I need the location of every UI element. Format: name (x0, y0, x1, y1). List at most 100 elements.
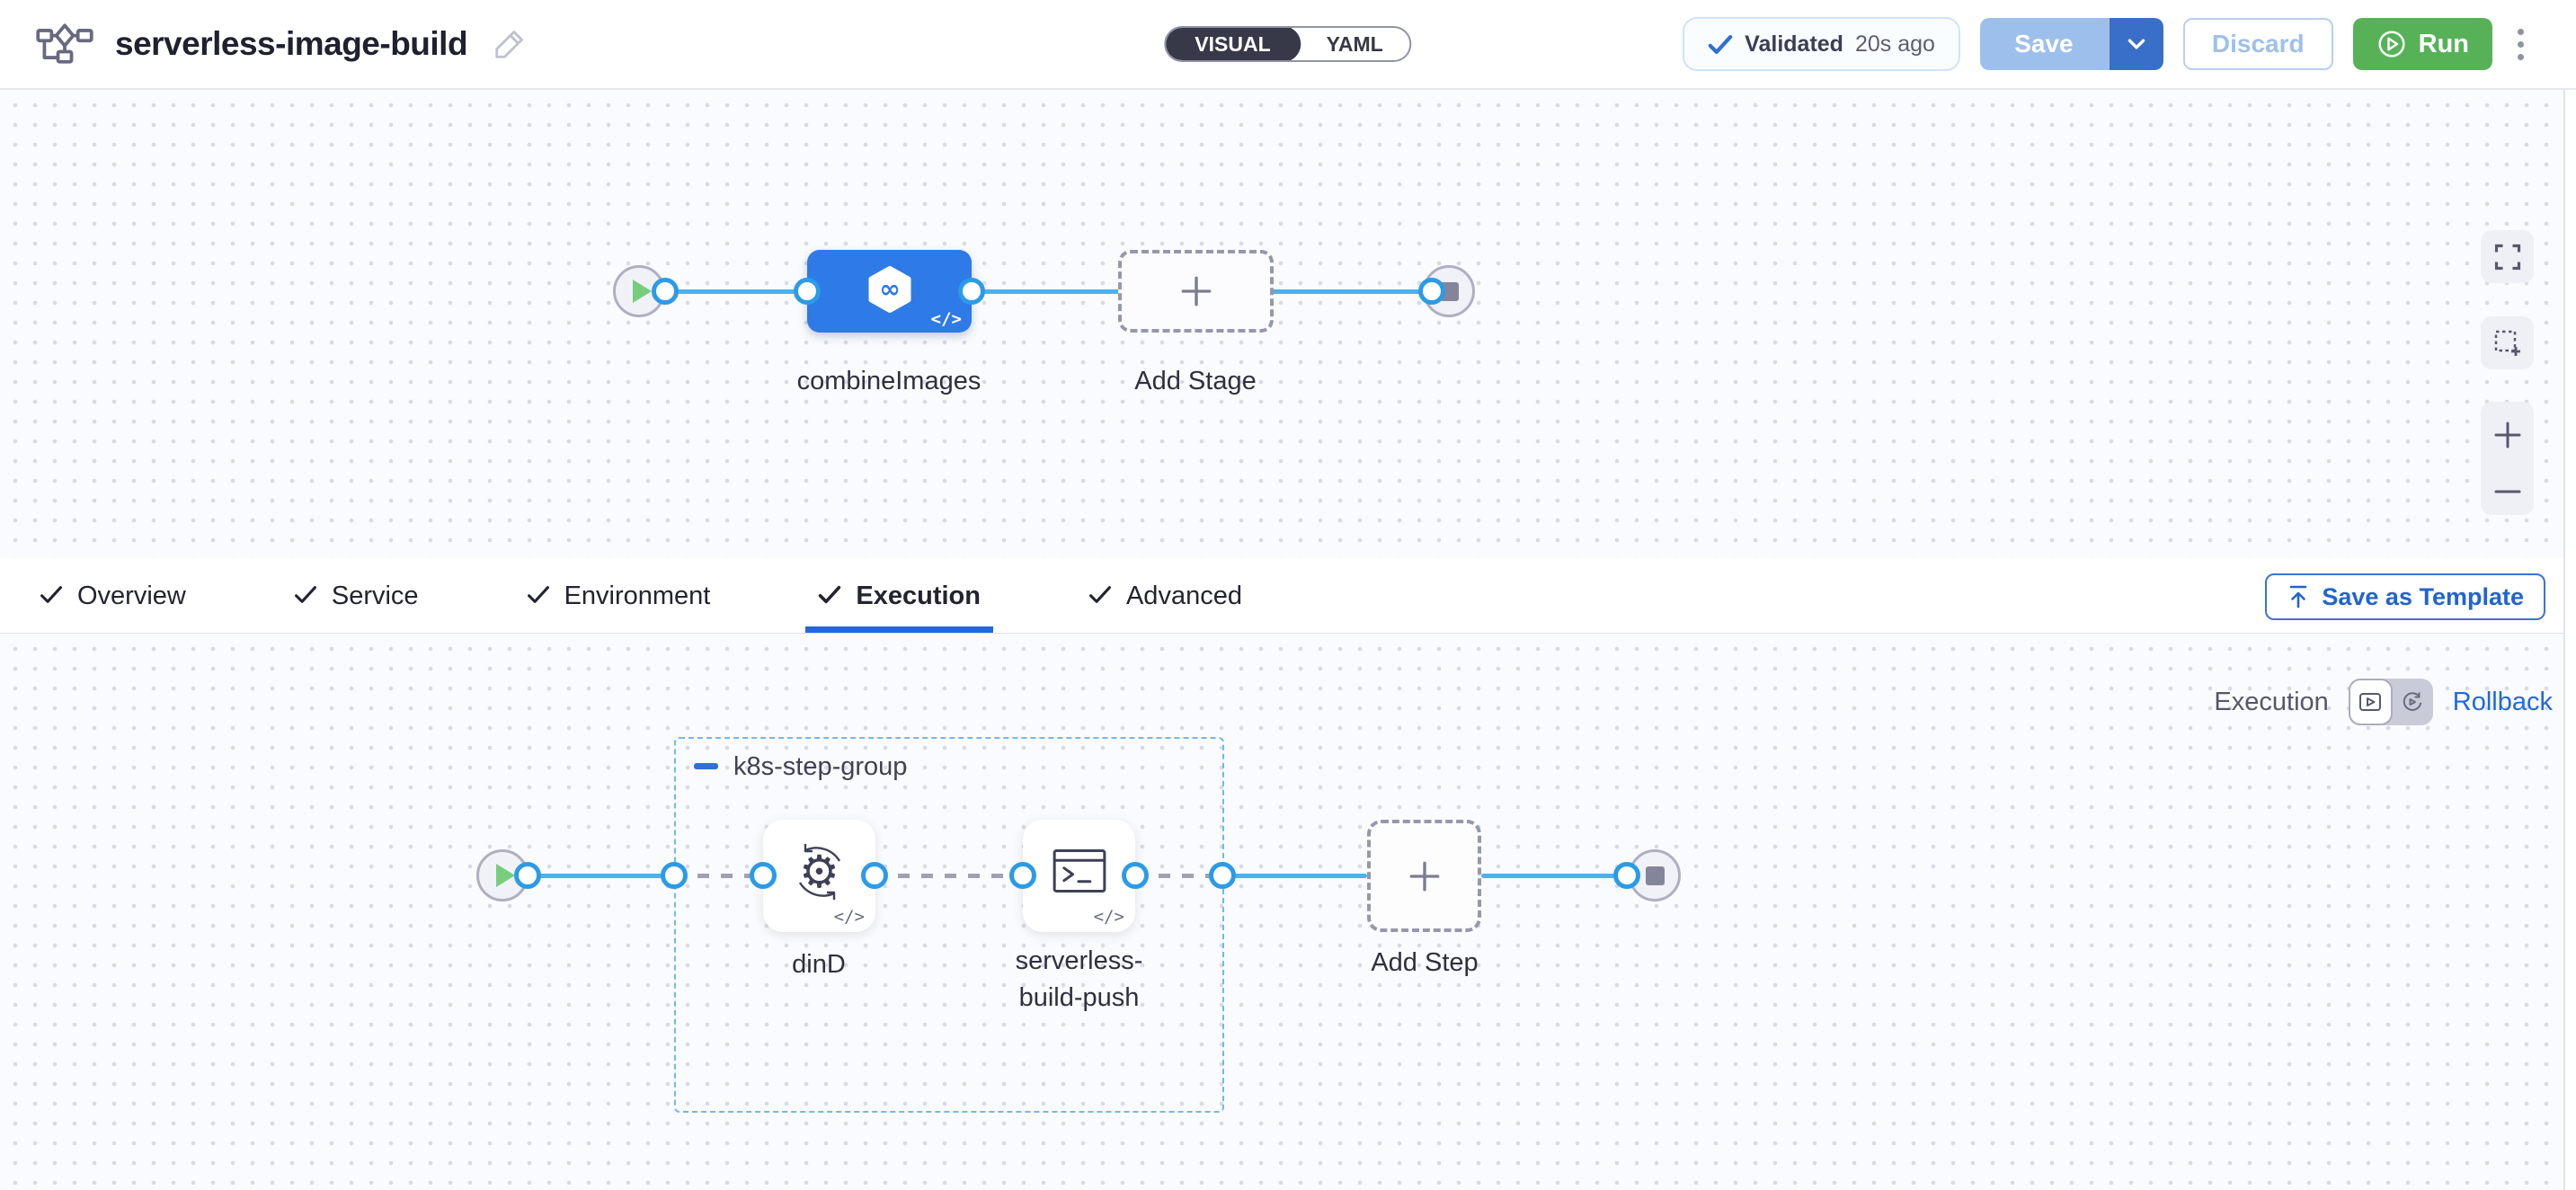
collapse-group-icon[interactable] (694, 763, 718, 769)
start-play-icon (633, 280, 652, 303)
pipeline-title: serverless-image-build (115, 25, 468, 62)
execution-mode-label: Execution (2214, 687, 2329, 716)
zoom-controls (2481, 402, 2534, 515)
add-step-button[interactable] (1367, 820, 1481, 932)
connector-port[interactable] (958, 278, 985, 305)
start-play-icon (496, 864, 515, 887)
tab-execution[interactable]: Execution (805, 560, 993, 633)
stop-icon (1645, 866, 1665, 885)
execution-mode-bar: Execution (2214, 679, 2553, 725)
discard-button[interactable]: Discard (2182, 18, 2333, 70)
config-tabbar: Overview Service Environment Execution A… (0, 560, 2576, 634)
step-group-label: k8s-step-group (733, 752, 908, 781)
add-stage-button[interactable] (1118, 250, 1274, 333)
header: serverless-image-build VISUAL YAML Valid… (0, 0, 2576, 90)
connector-port[interactable] (1418, 278, 1445, 305)
svg-text:∞: ∞ (879, 274, 900, 304)
tab-label: Overview (77, 582, 186, 610)
save-as-template-label: Save as Template (2322, 582, 2524, 610)
marquee-select-button[interactable] (2481, 316, 2534, 369)
check-icon (40, 582, 63, 611)
edit-icon[interactable] (493, 27, 527, 61)
tab-label: Advanced (1125, 582, 1242, 610)
check-icon (294, 582, 317, 611)
plus-icon (1406, 857, 1443, 895)
run-button[interactable]: Run (2352, 18, 2492, 70)
tab-advanced[interactable]: Advanced (1088, 560, 1242, 633)
validated-time: 20s ago (1854, 31, 1935, 57)
stage-canvas[interactable]: ∞ </> combineImages Add Stage (0, 90, 2576, 558)
toggle-visual[interactable]: VISUAL (1166, 28, 1301, 60)
flow-dash-line (875, 874, 1023, 878)
step-node-serverless-build-push[interactable]: </> (1023, 820, 1135, 932)
tab-service[interactable]: Service (294, 560, 419, 633)
fullscreen-icon (2494, 244, 2521, 271)
marquee-select-icon (2493, 329, 2522, 358)
tab-overview[interactable]: Overview (40, 560, 186, 633)
rollback-link[interactable]: Rollback (2452, 687, 2553, 716)
code-badge: </> (833, 907, 865, 927)
stage-node-combineimages[interactable]: ∞ </> (807, 250, 972, 333)
execution-canvas[interactable]: Execution (0, 634, 2576, 1190)
more-options-icon[interactable] (2512, 23, 2529, 66)
execution-end-node (1629, 849, 1681, 901)
connector-port[interactable] (1009, 862, 1036, 889)
stage-label: combineImages (796, 367, 982, 395)
connector-port[interactable] (861, 862, 888, 889)
connector-port[interactable] (794, 278, 821, 305)
connector-port[interactable] (750, 862, 777, 889)
rollback-mode-button[interactable] (2393, 679, 2433, 725)
add-step-label: Add Step (1371, 948, 1479, 977)
flow-line (1481, 874, 1629, 878)
connector-port[interactable] (1209, 862, 1236, 889)
rollback-mode-icon (2400, 689, 2425, 715)
add-stage-label: Add Stage (1134, 367, 1257, 395)
execution-rollback-toggle (2348, 679, 2433, 725)
gear-sync-icon: ⚙ (787, 839, 852, 904)
save-options-button[interactable] (2107, 18, 2163, 70)
tab-label: Execution (856, 582, 981, 610)
execution-start-node (476, 849, 529, 901)
header-actions: Validated 20s ago Save Discard (1683, 17, 2529, 71)
check-icon (1088, 582, 1112, 611)
toggle-yaml[interactable]: YAML (1326, 31, 1383, 56)
visual-yaml-toggle: VISUAL YAML (1164, 26, 1412, 62)
run-play-icon (2376, 29, 2407, 59)
save-button[interactable]: Save (1979, 18, 2108, 70)
flow-line (502, 874, 674, 878)
step-label-serverless: serverless-build-push (1015, 946, 1143, 1012)
check-icon (818, 582, 841, 611)
upload-icon (2287, 584, 2310, 609)
terminal-icon (1053, 848, 1106, 893)
fullscreen-button[interactable] (2481, 230, 2534, 283)
connector-port[interactable] (661, 862, 688, 889)
flow-dash-line (674, 874, 763, 878)
save-split-button: Save (1979, 18, 2163, 70)
flow-line (1222, 874, 1367, 878)
validated-label: Validated (1745, 31, 1843, 57)
save-as-template-button[interactable]: Save as Template (2265, 573, 2545, 620)
execution-mode-button[interactable] (2348, 679, 2393, 725)
tab-label: Service (331, 582, 419, 610)
validated-check-icon (1708, 34, 1733, 55)
validated-badge[interactable]: Validated 20s ago (1683, 17, 1960, 71)
connector-port[interactable] (514, 862, 541, 889)
code-badge: </> (1093, 907, 1124, 927)
stage-flow-line (639, 289, 1438, 294)
step-node-dind[interactable]: ⚙ </> (763, 820, 875, 932)
connector-port[interactable] (1613, 862, 1640, 889)
zoom-out-icon[interactable] (2492, 485, 2523, 498)
connector-port[interactable] (1122, 862, 1149, 889)
check-icon (527, 582, 550, 611)
run-label: Run (2418, 29, 2469, 58)
scrollbar-gutter[interactable] (2563, 90, 2576, 1190)
hexagon-link-icon: ∞ (861, 262, 919, 320)
plus-icon (1177, 272, 1215, 310)
flow-dash-line (1135, 874, 1222, 878)
execution-mode-icon (2358, 689, 2383, 715)
zoom-in-icon[interactable] (2492, 420, 2523, 450)
tab-environment[interactable]: Environment (527, 560, 710, 633)
connector-port[interactable] (652, 278, 679, 305)
step-group-container[interactable] (674, 737, 1224, 1113)
